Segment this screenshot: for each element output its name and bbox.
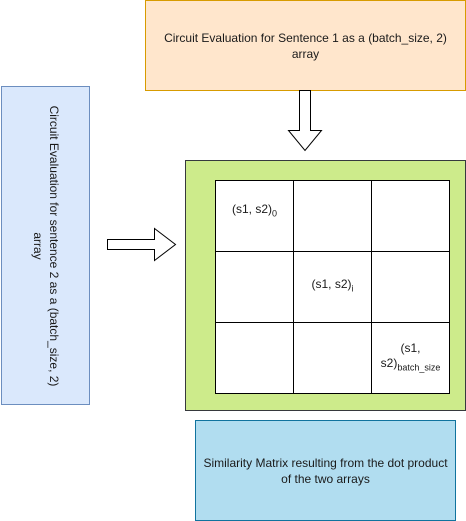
matrix-cell-middle-base: (s1, s2) [311,277,352,292]
matrix-row: (s1, s2)batch_size [215,322,450,394]
similarity-matrix-caption-box: Similarity Matrix resulting from the dot… [195,420,456,521]
matrix-row: (s1, s2)0 [215,180,450,252]
matrix-cell-last-line1: (s1, [400,340,421,355]
matrix-cell-first-base: (s1, s2) [231,202,272,217]
sentence1-evaluation-label: Circuit Evaluation for Sentence 1 as a (… [164,30,447,61]
sentence2-evaluation-label: Circuit Evaluation for sentence 2 as a (… [30,105,61,386]
matrix-cell-last: (s1, s2)batch_size [371,322,450,394]
similarity-matrix-grid: (s1, s2)0 (s1, s2)i (s1, s2)batch_size [215,180,450,394]
arrow-right-icon [107,227,177,262]
matrix-cell-first: (s1, s2)0 [215,180,294,252]
matrix-row: (s1, s2)i [215,251,450,323]
matrix-cell [293,322,372,394]
matrix-cell-first-text: (s1, s2)0 [231,202,278,219]
matrix-cell [371,180,450,252]
matrix-cell [215,251,294,323]
matrix-cell-middle-sub: i [351,283,354,294]
matrix-cell-last-base: s2) [380,355,398,370]
sentence2-evaluation-box: Circuit Evaluation for sentence 2 as a (… [1,86,90,405]
matrix-cell [371,251,450,323]
matrix-cell-last-sub: batch_size [397,362,441,373]
matrix-cell-first-sub: 0 [272,208,278,219]
matrix-cell [293,180,372,252]
matrix-cell-middle: (s1, s2)i [293,251,372,323]
matrix-cell [215,322,294,394]
similarity-matrix-caption: Similarity Matrix resulting from the dot… [203,455,448,486]
arrow-down-icon [287,90,323,152]
sentence1-evaluation-box: Circuit Evaluation for Sentence 1 as a (… [145,0,466,91]
